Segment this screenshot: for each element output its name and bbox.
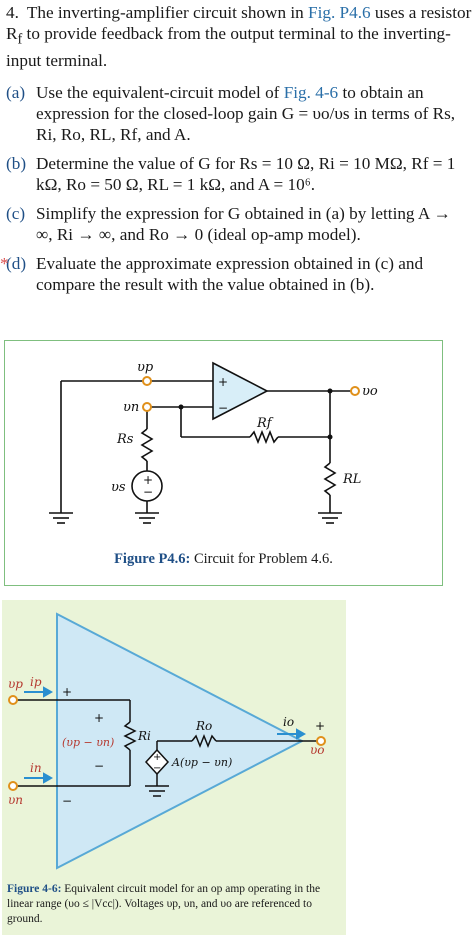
figure-4-6: υp ip in υn (υp − υn) υo Ri Ro A(υp − υn… [2,600,346,935]
part-d: *(d) Evaluate the approximate expression… [0,254,424,294]
svg-text:−: − [143,485,153,499]
rl-resistor [323,462,337,496]
problem-number: 4. [6,3,19,22]
svg-text:io: io [283,715,294,729]
svg-text:+: + [62,685,72,699]
svg-text:υo: υo [310,743,325,757]
svg-text:+: + [143,473,153,487]
rf-resistor [249,429,279,445]
svg-text:+: + [315,719,325,733]
figure-p4-6-caption: Figure P4.6: Circuit for Problem 4.6. [114,551,333,567]
svg-text:−: − [62,794,72,808]
ro-resistor [191,733,217,749]
svg-text:(υp − υn): (υp − υn) [62,736,114,749]
svg-text:−: − [153,763,161,774]
svg-text:υp: υp [8,677,23,691]
op-amp-symbol [212,361,269,421]
figure-p4-6: υp υn υo Rf Rs υs RL + − + − Figure P4.6… [4,340,443,586]
svg-text:in: in [30,761,42,775]
svg-text:υn: υn [8,793,23,807]
rs-resistor [140,428,154,462]
svg-text:Rf: Rf [256,416,274,431]
svg-text:ip: ip [30,675,42,689]
svg-text:υn: υn [123,400,139,415]
part-c: (c) Simplify the expression for G obtain… [6,204,451,244]
svg-text:−: − [94,759,104,773]
svg-text:υs: υs [111,480,126,495]
svg-text:RL: RL [342,472,361,487]
op-amp-equivalent-circuit: υp ip in υn (υp − υn) υo Ri Ro A(υp − υn… [8,612,326,870]
ri-resistor [123,721,137,751]
figure-ref-p4-6[interactable]: Fig. P4.6 [308,3,371,22]
svg-text:υp: υp [137,360,154,375]
problem-statement: 4.The inverting-amplifier circuit shown … [6,3,472,71]
svg-text:Ro: Ro [195,719,212,733]
figure-ref-4-6[interactable]: Fig. 4-6 [283,83,339,102]
part-b: (b) Determine the value of G for Rs = 10… [6,154,456,194]
svg-text:Ri: Ri [137,729,151,743]
svg-text:Rs: Rs [116,432,134,447]
svg-text:+: + [94,711,104,725]
svg-text:−: − [218,401,228,415]
svg-text:+: + [218,375,228,389]
inverting-amplifier-circuit: υp υn υo Rf Rs υs RL + − + − [49,360,378,524]
figure-4-6-caption: Figure 4-6: Equivalent circuit model for… [7,883,321,925]
problem-parts: (a) Use the equivalent-circuit model of … [0,82,474,303]
svg-text:υo: υo [362,384,378,399]
part-a: (a) Use the equivalent-circuit model of … [6,83,456,144]
svg-text:A(υp − υn): A(υp − υn) [171,756,232,769]
svg-text:+: + [153,752,161,763]
